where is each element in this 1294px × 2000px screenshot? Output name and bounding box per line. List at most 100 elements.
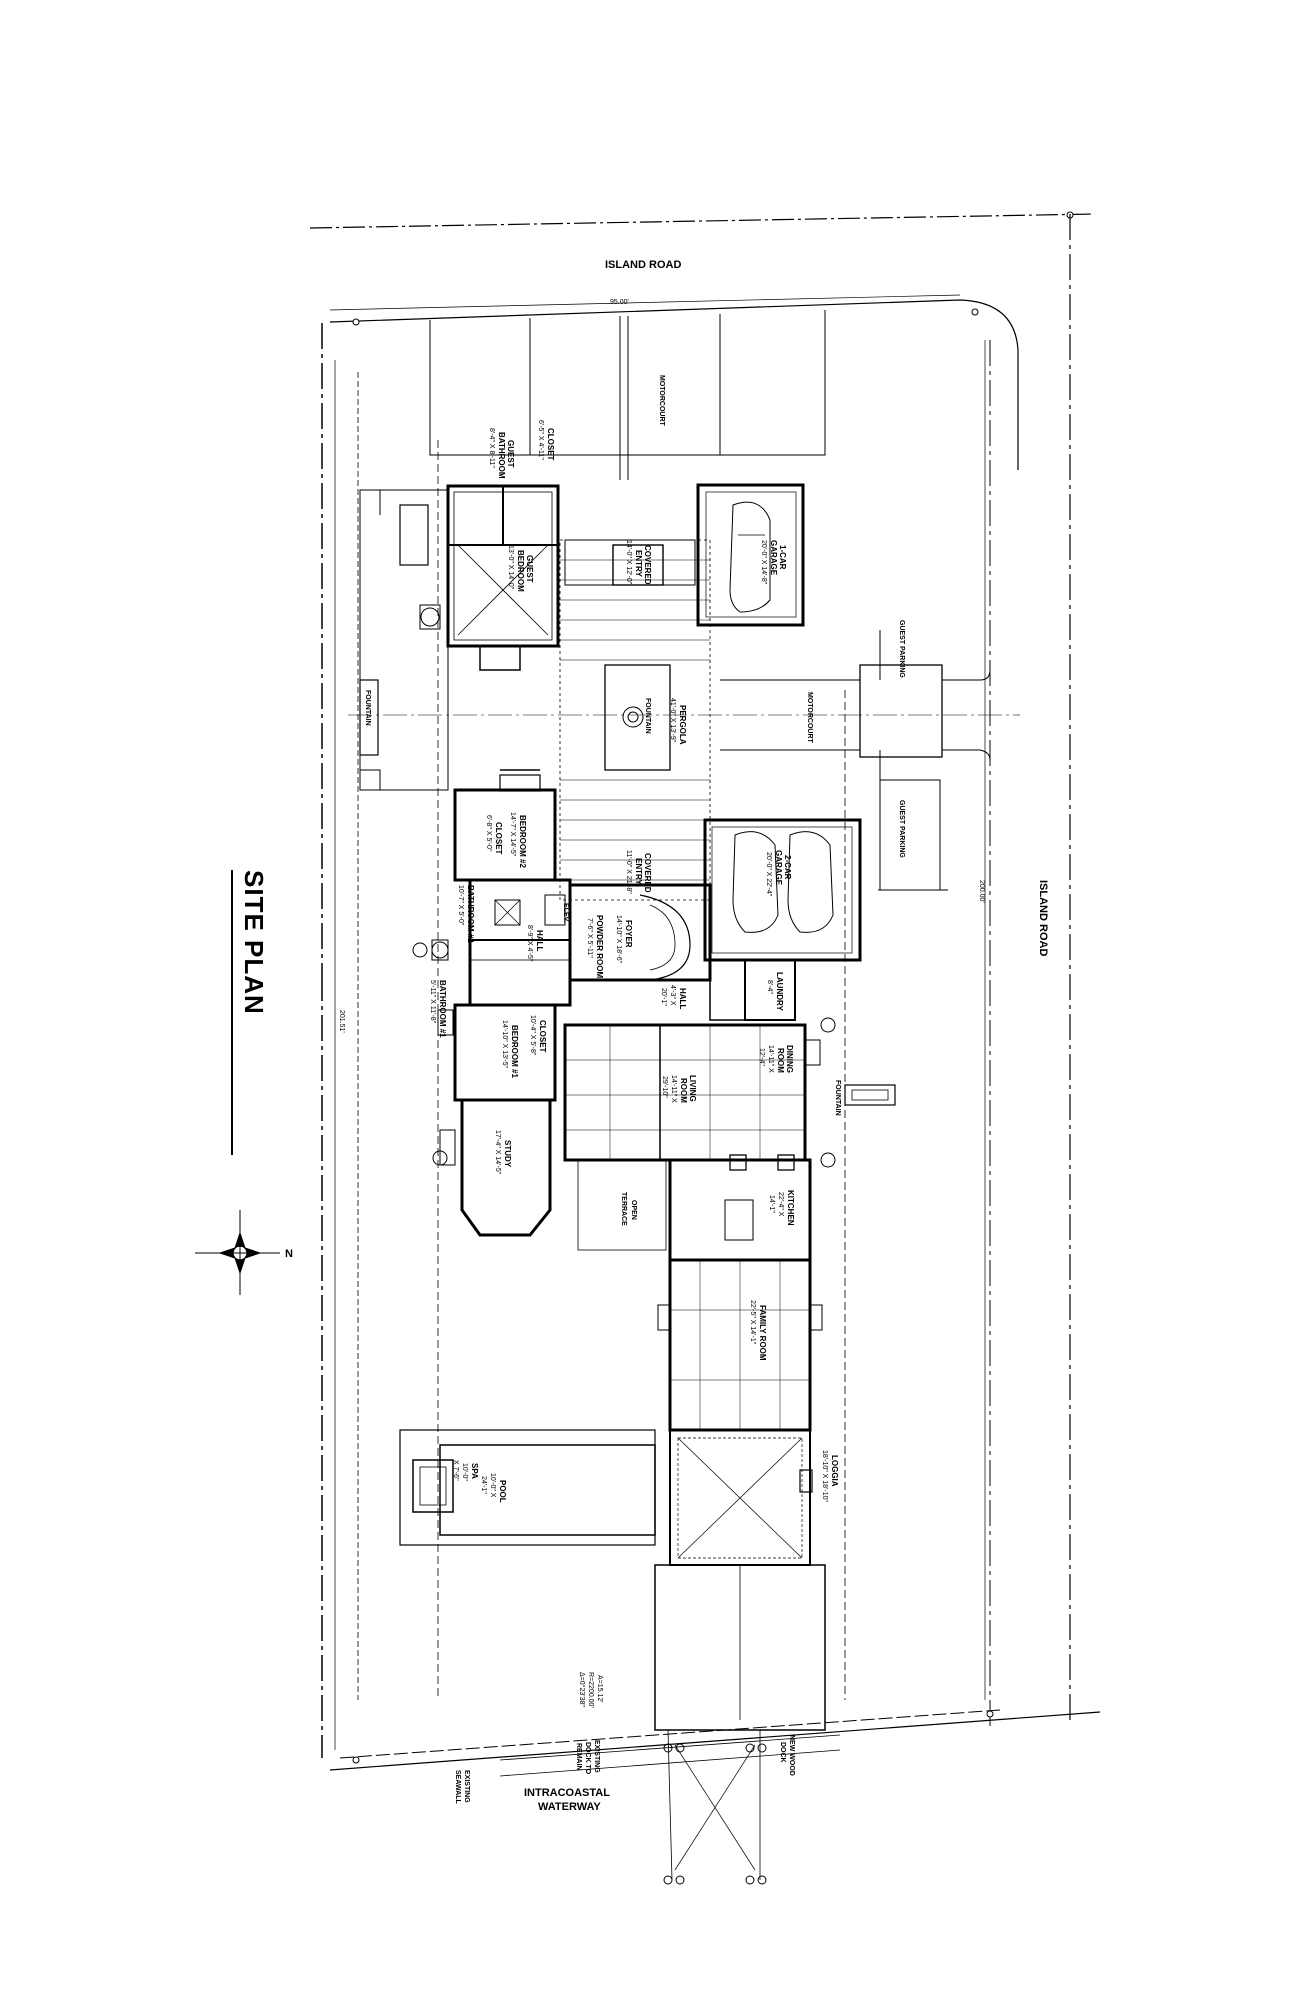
kitchen-size-1: 22'-4" X: [777, 1192, 784, 1217]
guest-bath-label-2: BATHROOM: [497, 432, 506, 479]
road-label-right: ISLAND ROAD: [1037, 880, 1049, 956]
foyer-label: FOYER: [624, 920, 633, 948]
north-arrow-icon: [195, 1210, 280, 1295]
fountain-label-center: FOUNTAIN: [644, 698, 651, 734]
pool-size-1: 10'-0" X: [489, 1473, 496, 1498]
dining-room-size-1: 14'-11" X: [767, 1045, 774, 1073]
bedroom-2-size: 14'-7" X 14'-5": [509, 812, 516, 857]
guest-closet-size: 6'-5" X 4'-11": [537, 420, 544, 460]
laundry-label: LAUNDRY: [775, 972, 784, 1011]
new-dock-label-2: DOCK: [779, 1742, 786, 1763]
bedroom-1-size: 14'-10" X 13'-5": [501, 1020, 508, 1069]
kitchen-size-2: 14'-1": [768, 1195, 775, 1213]
motorcourt-label-1: MOTORCOURT: [658, 375, 665, 427]
dim-arc-1: A=15.12': [596, 1675, 603, 1703]
pool-size-2: 24'-1": [480, 1476, 487, 1494]
hall-2-size-1: 4'-3" X: [669, 985, 676, 1006]
garage-1-size: 20'-0" X 14'-8": [760, 540, 767, 585]
existing-dock-label-1: EXISTING: [593, 1740, 600, 1773]
guest-bedroom-label-2: BEDROOM: [516, 550, 525, 592]
garage-1-label-2: GARAGE: [769, 540, 778, 576]
dim-top: 95.00': [610, 299, 629, 306]
pool-label: POOL: [498, 1480, 507, 1503]
pergola-courtyard: [559, 539, 711, 901]
open-terrace-label-1: OPEN: [630, 1200, 637, 1220]
hall-2-label: HALL: [678, 988, 687, 1009]
pool-spa: [399, 1429, 656, 1546]
dimension-lines: [329, 294, 986, 1750]
fountain-label-right: FOUNTAIN: [834, 1080, 841, 1116]
family-room-size: 22'-5" X 14'-1": [749, 1300, 756, 1345]
guest-parking-label-1: GUEST PARKING: [898, 620, 905, 678]
fountain-label-left: FOUNTAIN: [364, 690, 371, 726]
spa-label: SPA: [470, 1463, 479, 1479]
hall-2-size-2: 20'-1": [660, 988, 667, 1006]
study-size: 17'-4" X 14'-5": [494, 1130, 501, 1175]
bathroom-2-label: BATHROOM #2: [466, 885, 475, 943]
waterway-label-1: INTRACOASTAL: [524, 1787, 610, 1799]
open-terrace-label-2: TERRACE: [620, 1192, 627, 1226]
laundry-size: 8'-4": [766, 980, 773, 994]
living-room-size-1: 14'-11" X: [670, 1075, 677, 1103]
covered-entry-2-label-1: COVERED: [643, 853, 652, 893]
garage-1-label-1: 1-CAR: [778, 545, 787, 570]
north-label: N: [285, 1248, 293, 1260]
existing-seawall-label-2: SEAWALL: [454, 1770, 461, 1805]
bedroom-1-label: BEDROOM #1: [510, 1025, 519, 1078]
spa-size-1: 10'-0": [461, 1463, 468, 1481]
property-lines: [309, 211, 1101, 1771]
motorcourt-top: [429, 310, 826, 480]
motorcourt-right: [720, 630, 991, 891]
hall-1-size: 8'-9" X 4'-5": [526, 925, 533, 962]
guest-bedroom-size: 13'-0" X 14'-0": [507, 545, 514, 590]
closet-2-size: 6'-8" X 5'-0": [485, 815, 492, 852]
garage-2-label-1: 2-CAR: [783, 855, 792, 880]
dining-room-size-2: 12'-4": [758, 1048, 765, 1066]
garage-2-label-2: GARAGE: [774, 850, 783, 886]
study-label: STUDY: [503, 1140, 512, 1168]
new-dock-label-1: NEW WOOD: [788, 1735, 795, 1776]
garage-2-car: [703, 818, 862, 962]
guest-bedroom-label-1: GUEST: [525, 555, 534, 583]
living-room-label-1: LIVING: [688, 1075, 697, 1102]
guest-wing: [359, 484, 560, 791]
closet-1-size: 10'-4" X 5'-8": [529, 1015, 536, 1056]
closet-2-label: CLOSET: [494, 822, 503, 855]
bedroom-2-label: BEDROOM #2: [518, 815, 527, 868]
loggia-size: 18'-10" X 18'-10": [821, 1450, 828, 1503]
pergola-size: 41'-0" X 13'-9": [669, 698, 676, 743]
covered-entry-2-label-2: ENTRY: [634, 858, 643, 885]
dim-arc-2: R=2200.00': [587, 1672, 594, 1708]
garage-2-size: 20'-0" X 22'-4": [765, 852, 772, 897]
living-room-label-2: ROOM: [679, 1078, 688, 1103]
hall-1-label: HALL: [535, 930, 544, 951]
covered-entry-1-label-1: COVERED: [643, 545, 652, 585]
existing-dock-label-3: REMAIN: [575, 1743, 582, 1771]
waterway-label-2: WATERWAY: [538, 1801, 601, 1813]
closet-1-label: CLOSET: [538, 1020, 547, 1053]
powder-room-size: 7'-6" X 5'-11": [586, 918, 593, 958]
bathroom-2-size: 10'-7" X 5'-0": [457, 885, 464, 926]
family-room-label: FAMILY ROOM: [758, 1305, 767, 1361]
docks: [499, 1564, 841, 1885]
main-house: [412, 769, 896, 1566]
guest-bath-label-1: GUEST: [506, 440, 515, 468]
elev-label: ELEV.: [562, 903, 569, 923]
guest-parking-label-2: GUEST PARKING: [898, 800, 905, 858]
pergola-label: PERGOLA: [678, 705, 687, 745]
guest-closet-label: CLOSET: [546, 428, 555, 461]
powder-room-label: POWDER ROOM: [595, 915, 604, 978]
labels: SITE PLAN N ISLAND ROAD ISLAND ROAD INTR…: [239, 259, 1049, 1813]
dining-room-label-2: ROOM: [776, 1048, 785, 1073]
bathroom-1-size: 5'-11" X 11'-8": [429, 980, 436, 1024]
road-label-top: ISLAND ROAD: [605, 259, 681, 271]
covered-entry-1-size: 14'-0" X 12'-0": [625, 540, 632, 585]
bathroom-1-label: BATHROOM #1: [438, 980, 447, 1038]
loggia-label: LOGGIA: [830, 1455, 839, 1487]
dim-arc-3: Δ=0°23'38": [578, 1672, 586, 1707]
motorcourt-label-2: MOTORCOURT: [806, 692, 813, 744]
foyer-size: 14'-10" X 18'-6": [615, 915, 622, 964]
fountain-left: [359, 679, 379, 756]
garage-1-car: [696, 483, 805, 627]
